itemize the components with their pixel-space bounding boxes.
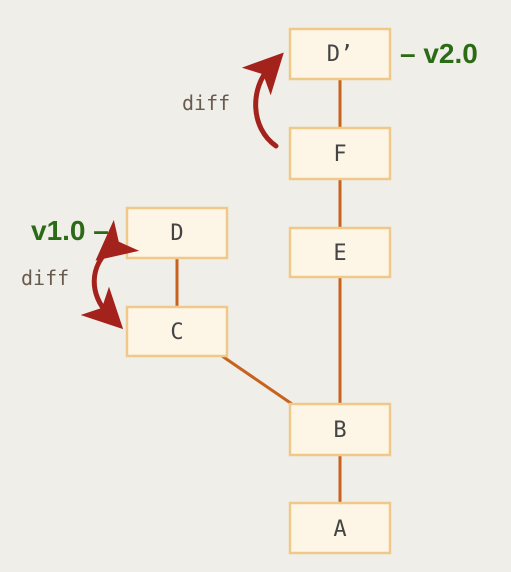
node-d[interactable]: D [125,206,229,260]
node-d-box [125,206,229,260]
node-d-label: D [170,221,183,246]
node-c-box [125,305,229,358]
version-label-v1: v1.0 – [31,215,109,246]
diff-arrow-left-icon [80,219,140,330]
diff-label-left: diff [21,266,69,290]
node-f-label: F [333,142,346,167]
node-d-prime-box [288,27,392,81]
node-d-prime-label: D’ [327,42,354,67]
node-f[interactable]: F [288,126,392,181]
node-e-label: E [333,241,346,266]
node-e-box [288,226,392,279]
node-b[interactable]: B [288,402,392,457]
node-b-label: B [333,418,346,443]
node-a-label: A [333,517,346,542]
node-a[interactable]: A [288,501,392,555]
version-label-v2: – v2.0 [400,38,478,69]
edge-b-c [221,354,293,406]
node-c[interactable]: C [125,305,229,358]
node-e[interactable]: E [288,226,392,279]
node-b-box [288,402,392,457]
node-c-label: C [170,320,183,345]
diff-label-top: diff [182,91,230,115]
node-f-box [288,126,392,181]
node-a-box [288,501,392,555]
node-d-prime[interactable]: D’ [288,27,392,81]
diff-arrow-top-icon [241,52,284,149]
